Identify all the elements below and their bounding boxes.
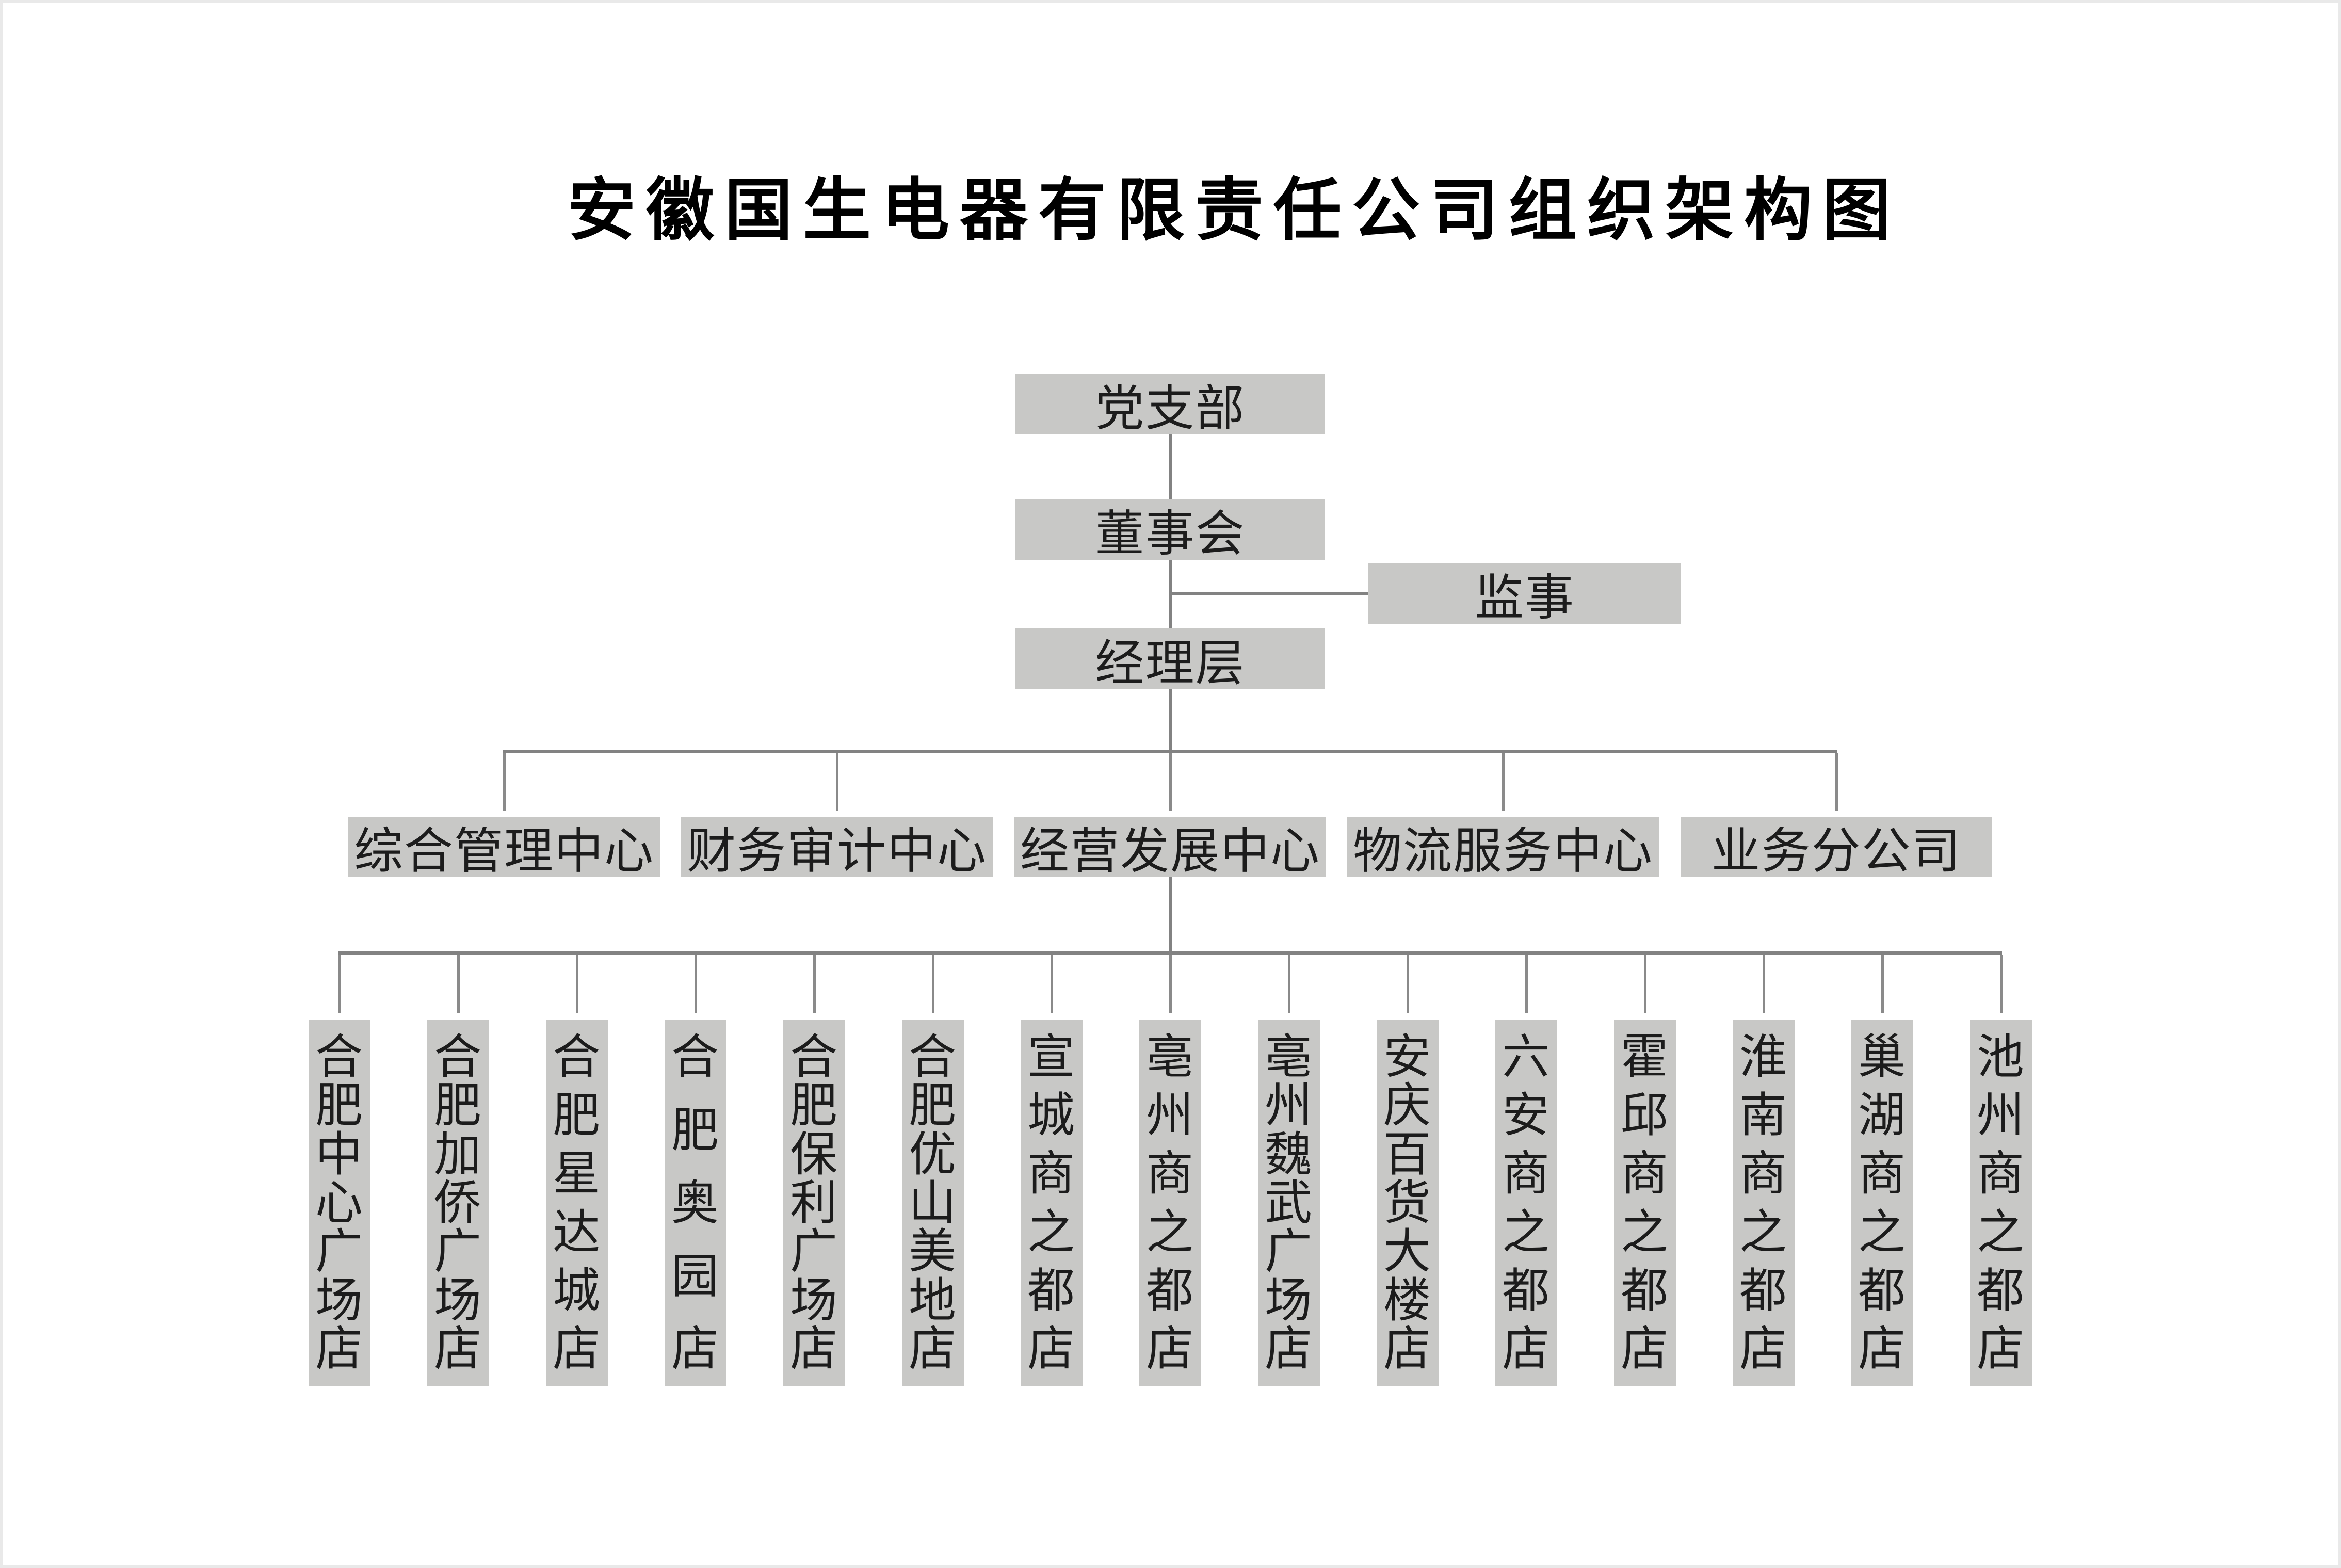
connector-supervisor-branch — [1170, 592, 1368, 595]
org-node-store-huoqiu-shangzhidu: 霍邱商之都店 — [1614, 1020, 1676, 1386]
org-node-center-business-development: 经营发展中心 — [1014, 817, 1326, 879]
connector-drop-store-8 — [1169, 955, 1172, 1013]
org-node-store-bozhou-shangzhidu: 亳州商之都店 — [1139, 1020, 1201, 1386]
org-node-store-chizhou-shangzhidu: 池州商之都店 — [1970, 1020, 2032, 1386]
org-node-party-branch: 党支部 — [1015, 374, 1325, 436]
org-node-supervisor: 监事 — [1368, 563, 1681, 625]
org-node-store-bozhou-weiwu-guangchang: 亳州魏武广场店 — [1258, 1020, 1320, 1386]
connector-drop-store-12 — [1644, 955, 1646, 1013]
org-node-store-hefei-aoyuan: 合肥奥园店 — [665, 1020, 726, 1386]
connector-drop-store-14 — [1881, 955, 1884, 1013]
connector-drop-center-5 — [1835, 753, 1838, 811]
connector-drop-store-3 — [576, 955, 578, 1013]
org-node-center-general-management: 综合管理中心 — [348, 817, 660, 879]
org-node-center-finance-audit: 财务审计中心 — [681, 817, 993, 879]
connector-center-stores-bus — [1169, 877, 1172, 951]
org-node-store-chaohu-shangzhidu: 巢湖商之都店 — [1851, 1020, 1913, 1386]
org-node-store-anqing-baihuo-dalou: 安庆百货大楼店 — [1377, 1020, 1439, 1386]
connector-drop-store-10 — [1407, 955, 1409, 1013]
org-node-store-hefei-xingdacheng: 合肥星达城店 — [546, 1020, 608, 1386]
connector-drop-store-2 — [457, 955, 460, 1013]
connector-management-bus — [1169, 689, 1172, 750]
connector-drop-store-4 — [695, 955, 697, 1013]
connector-stores-bus — [338, 951, 2002, 955]
connector-drop-store-15 — [2000, 955, 2003, 1013]
chart-title: 安徽国生电器有限责任公司组织架构图 — [568, 172, 1901, 248]
org-node-board: 董事会 — [1015, 499, 1325, 561]
org-node-business-branch: 业务分公司 — [1681, 817, 1992, 879]
org-node-store-hefei-zhongxin-guangchang: 合肥中心广场店 — [309, 1020, 370, 1386]
connector-drop-center-2 — [836, 753, 838, 811]
org-node-store-xuancheng-shangzhidu: 宣城商之都店 — [1021, 1020, 1083, 1386]
connector-drop-center-1 — [503, 753, 506, 811]
org-node-store-huainan-shangzhidu: 淮南商之都店 — [1733, 1020, 1795, 1386]
org-node-store-hefei-jiaqiao-guangchang: 合肥加侨广场店 — [427, 1020, 489, 1386]
org-node-center-logistics-service: 物流服务中心 — [1347, 817, 1659, 879]
connector-drop-store-7 — [1051, 955, 1053, 1013]
org-node-store-hefei-baoli-guangchang: 合肥保利广场店 — [783, 1020, 845, 1386]
connector-drop-center-3 — [1169, 753, 1172, 811]
connector-drop-store-6 — [932, 955, 934, 1013]
connector-drop-store-9 — [1288, 955, 1290, 1013]
org-node-store-hefei-youshanmeidi: 合肥优山美地店 — [902, 1020, 964, 1386]
connector-drop-store-5 — [813, 955, 816, 1013]
connector-drop-center-4 — [1502, 753, 1505, 811]
connector-centers-bus — [503, 750, 1837, 753]
connector-drop-store-11 — [1525, 955, 1528, 1013]
org-node-management: 经理层 — [1015, 628, 1325, 691]
connector-drop-store-1 — [338, 955, 341, 1013]
org-node-store-luan-shangzhidu: 六安商之都店 — [1495, 1020, 1557, 1386]
connector-party-board — [1169, 434, 1172, 499]
connector-drop-store-13 — [1763, 955, 1765, 1013]
